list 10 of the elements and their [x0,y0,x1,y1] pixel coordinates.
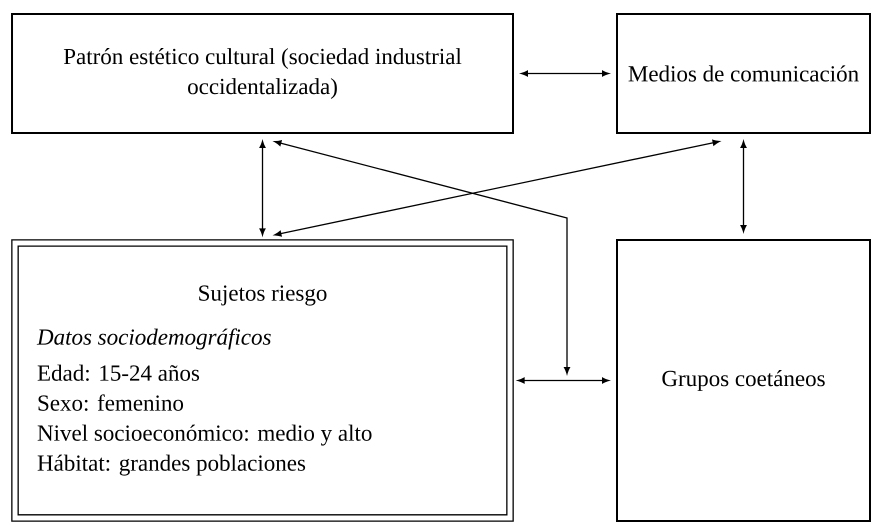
arrow [518,378,610,384]
concept-box: Medios de comunicación [616,13,871,134]
arrow [260,140,266,236]
arrow [274,140,720,237]
arrow [520,70,610,76]
arrow [740,140,746,232]
arrow [274,140,570,374]
concept-box: Grupos coetáneos [616,239,871,522]
info-box: Sujetos riesgo Datos sociodemográficos Edad: 15-24 años Sexo: femenino Nivel socioeconómico: medio y alto Hábitat: grandes poblaciones [11,239,514,522]
concept-box: Patrón estético cultural (sociedad industrial occidentalizada) [11,13,514,134]
